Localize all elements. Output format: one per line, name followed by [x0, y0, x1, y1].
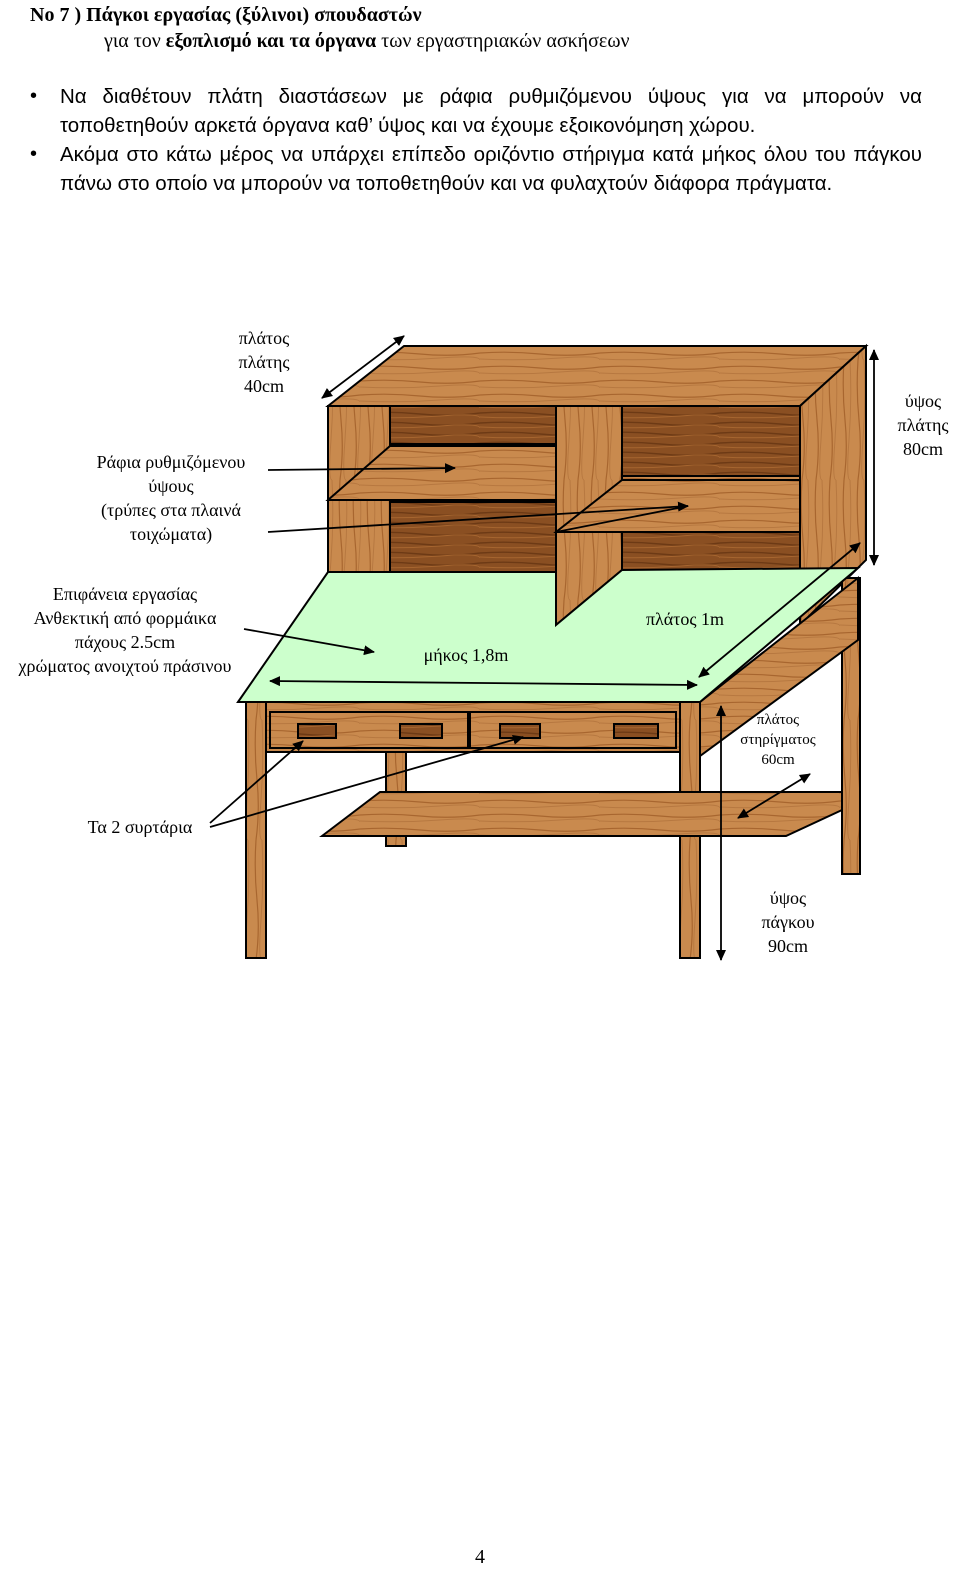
requirements-list: Να διαθέτουν πλάτη διαστάσεων με ράφια ρ… — [30, 82, 922, 198]
subtitle-pre: για τον — [104, 30, 166, 52]
pointer-surface — [243, 628, 375, 656]
pointer-drawer — [209, 734, 524, 828]
workbench-figure — [209, 335, 879, 961]
label-surface: Επιφάνεια εργασίας Ανθεκτική από φορμάικ… — [18, 584, 232, 676]
back-panel — [621, 405, 801, 477]
heading-subtitle: για τον εξοπλισμό και τα όργανα των εργα… — [30, 28, 630, 54]
subtitle-bold: εξοπλισμό και τα όργανα — [165, 30, 377, 52]
shelf-left-upper — [325, 445, 557, 501]
drawer-handle — [399, 723, 443, 739]
dim-back-width — [321, 335, 405, 399]
subtitle-post: των εργαστηριακών ασκήσεων — [376, 30, 630, 52]
drawer-handle — [297, 723, 337, 739]
label-drawers: Τα 2 συρτάρια — [87, 817, 193, 837]
requirement-item: Ακόμα στο κάτω μέρος να υπάρχει επίπεδο … — [30, 140, 922, 198]
label-length: μήκος 1,8m — [423, 645, 509, 665]
bench-drawing — [236, 343, 869, 959]
label-back-width: πλάτος πλάτης 40cm — [238, 328, 290, 396]
drawer-handle — [499, 723, 541, 739]
dim-length — [269, 676, 698, 690]
drawer-front — [469, 711, 677, 749]
dim-support-width — [737, 773, 811, 819]
back-panel — [389, 405, 557, 445]
page-heading: Νο 7 ) Πάγκοι εργασίας (ξύλινοι) σπουδασ… — [30, 2, 630, 54]
pointer-drawer — [209, 740, 304, 824]
page-number: 4 — [475, 1546, 485, 1568]
lower-support — [319, 791, 843, 837]
annotations — [209, 335, 879, 961]
pointer-shelf — [267, 463, 456, 474]
drawer-front — [269, 711, 469, 749]
back-panel — [621, 531, 801, 573]
pointer-shelf — [555, 505, 689, 533]
heading-title: Νο 7 ) Πάγκοι εργασίας (ξύλινοι) σπουδασ… — [30, 4, 422, 26]
label-bench-height: ύψος πάγκου 90cm — [761, 888, 815, 956]
pointer-shelf — [267, 501, 689, 533]
label-back-height: ύψος πλάτης 80cm — [897, 391, 949, 459]
hutch-top — [325, 345, 869, 407]
label-support-width: πλάτος στηρίγματος 60cm — [740, 712, 816, 768]
requirement-item: Να διαθέτουν πλάτη διαστάσεων με ράφια ρ… — [30, 82, 922, 140]
label-shelves: Ράφια ρυθμιζόμενου ύψους (τρύπες στα πλα… — [96, 452, 246, 544]
label-width: πλάτος 1m — [645, 609, 725, 629]
drawer-handle — [613, 723, 659, 739]
dim-width — [698, 542, 861, 678]
back-panel — [389, 501, 557, 573]
leg-front-left — [245, 701, 267, 959]
